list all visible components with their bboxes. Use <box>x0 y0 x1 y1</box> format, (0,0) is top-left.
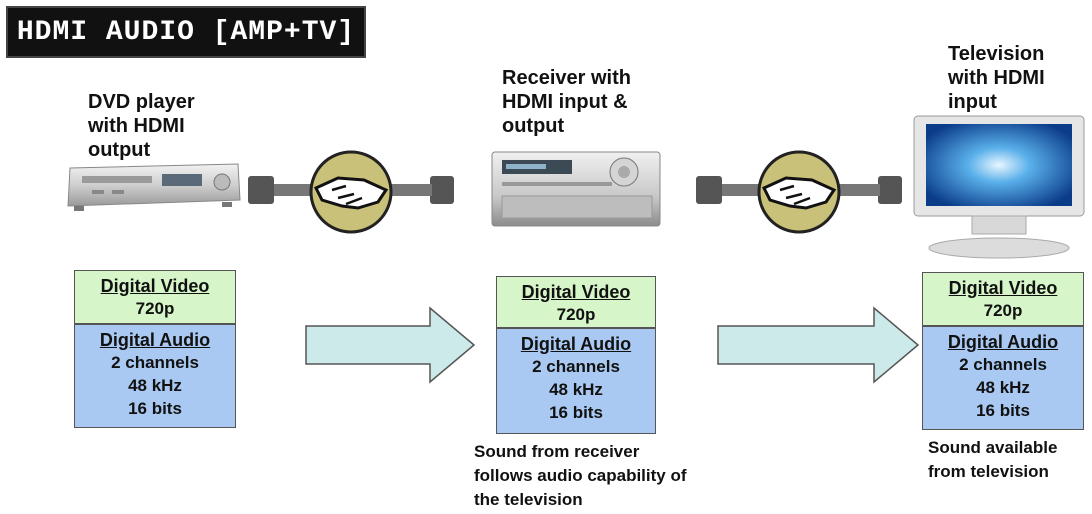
video-resolution: 720p <box>556 305 596 324</box>
audio-channels: 2 channels <box>111 353 199 372</box>
tv-audio-box: Digital Audio 2 channels 48 kHz 16 bits <box>922 326 1084 430</box>
dvd-video-box: Digital Video 720p <box>74 270 236 324</box>
receiver-note: Sound from receiver follows audio capabi… <box>474 442 687 509</box>
audio-channels: 2 channels <box>959 355 1047 374</box>
video-header: Digital Video <box>521 282 631 302</box>
receiver-audio-box: Digital Audio 2 channels 48 kHz 16 bits <box>496 328 656 434</box>
dvd-audio-box: Digital Audio 2 channels 48 kHz 16 bits <box>74 324 236 428</box>
handshake-icon <box>757 150 841 234</box>
video-resolution: 720p <box>983 301 1023 320</box>
audio-channels: 2 channels <box>532 357 620 376</box>
video-resolution: 720p <box>135 299 175 318</box>
television-label: Television with HDMI input <box>948 43 1045 113</box>
video-header: Digital Video <box>100 276 210 296</box>
dvd-player-label: DVD player with HDMI output <box>88 91 195 161</box>
right-arrow-icon <box>305 306 476 384</box>
dvd-player-icon <box>67 163 241 211</box>
receiver-video-box: Digital Video 720p <box>496 276 656 328</box>
audio-header: Digital Audio <box>520 334 632 354</box>
tv-video-box: Digital Video 720p <box>922 272 1084 326</box>
hdmi-handshake-connector-2 <box>696 150 902 234</box>
hdmi-handshake-connector-1 <box>248 150 454 234</box>
audio-sample-rate: 48 kHz <box>128 376 182 395</box>
television-icon <box>913 115 1085 259</box>
handshake-icon <box>309 150 393 234</box>
audio-bit-depth: 16 bits <box>549 403 603 422</box>
title-banner: HDMI AUDIO [AMP+TV] <box>6 6 366 58</box>
audio-header: Digital Audio <box>947 332 1059 352</box>
tv-note: Sound available from television <box>928 438 1058 481</box>
audio-bit-depth: 16 bits <box>128 399 182 418</box>
av-receiver-icon <box>491 151 661 227</box>
audio-sample-rate: 48 kHz <box>549 380 603 399</box>
audio-bit-depth: 16 bits <box>976 401 1030 420</box>
video-header: Digital Video <box>948 278 1058 298</box>
receiver-label: Receiver with HDMI input & output <box>502 67 631 137</box>
audio-header: Digital Audio <box>99 330 211 350</box>
page-title: HDMI AUDIO [AMP+TV] <box>16 16 356 48</box>
audio-sample-rate: 48 kHz <box>976 378 1030 397</box>
right-arrow-icon <box>717 306 920 384</box>
